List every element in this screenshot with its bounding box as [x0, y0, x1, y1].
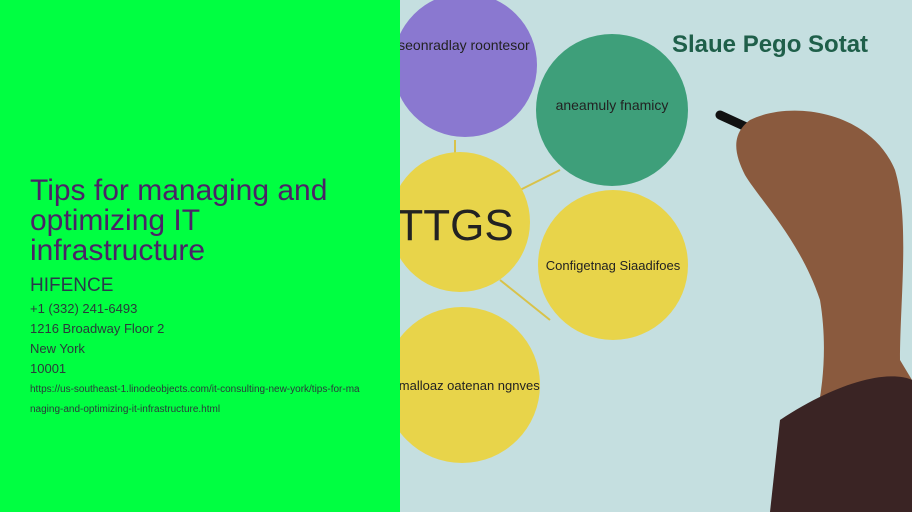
info-panel: Tips for managing and optimizing IT infr…: [0, 0, 400, 512]
circle-label: Configetnag Siaadifoes: [546, 258, 681, 273]
mind-map-illustration: aseonradlay roontesor aneamuly fnamicy T…: [400, 0, 912, 512]
circle-label: aseonradlay roontesor: [400, 37, 530, 53]
circle-yellow-1: [400, 152, 530, 292]
circle-purple: [400, 0, 537, 137]
city: New York: [30, 341, 85, 356]
image-heading: Slaue Pego Sotat: [672, 31, 868, 58]
zip-code: 10001: [30, 361, 67, 376]
circle-yellow-2: [538, 190, 688, 340]
circle-label: TTGS: [400, 201, 514, 250]
circle-label: aneamuly fnamicy: [556, 97, 669, 113]
circle-label: oemalloaz oatenan ngnves: [400, 378, 540, 393]
page-title: Tips for managing and optimizing IT infr…: [30, 174, 328, 267]
article-link[interactable]: https://us-southeast-1.linodeobjects.com…: [30, 384, 360, 415]
circle-yellow-3: [400, 307, 540, 463]
street-address: 1216 Broadway Floor 2: [30, 321, 165, 336]
circle-green: [536, 34, 688, 186]
phone-number: +1 (332) 241-6493: [30, 301, 138, 316]
hand-with-pen: [715, 110, 912, 512]
company-name: HIFENCE: [30, 275, 114, 296]
